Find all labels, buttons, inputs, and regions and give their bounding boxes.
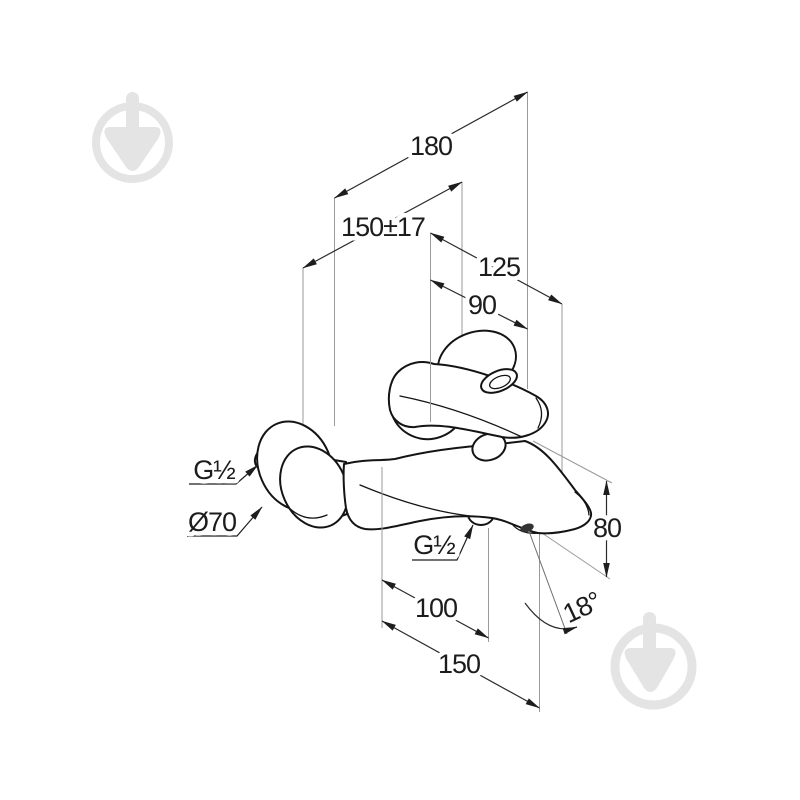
dimension-label-150-17: 150±17 [341, 212, 425, 242]
dimension-label-18deg: 18° [558, 586, 605, 629]
dimension-150-tolerance: 150±17 [302, 181, 463, 269]
dimension-label-80: 80 [593, 513, 621, 543]
label-diameter-70: Ø70 [183, 503, 263, 542]
thread-spout-label: G½ [413, 530, 455, 560]
bath-mixer-drawing [253, 329, 593, 535]
label-thread-spout: G½ [409, 524, 474, 565]
thread-wall-label: G½ [193, 455, 235, 485]
dimension-150: 150 [381, 620, 540, 709]
dimension-label-100: 100 [415, 593, 457, 623]
dimension-label-125: 125 [478, 252, 520, 282]
dimension-label-180: 180 [410, 131, 452, 161]
dimension-80: 80 [588, 480, 627, 578]
dimension-180: 180 [334, 91, 528, 199]
label-thread-wall: G½ [189, 451, 259, 490]
diameter-70-label: Ø70 [188, 507, 236, 537]
berry-pin-circle-icon [92, 92, 173, 183]
dimension-125: 125 [430, 232, 563, 305]
dimension-label-90: 90 [468, 290, 496, 320]
dimension-90: 90 [430, 279, 528, 330]
dimension-angle-18: 18° [524, 581, 610, 635]
dimension-label-150: 150 [438, 649, 480, 679]
berry-pin-circle-icon [610, 612, 697, 710]
